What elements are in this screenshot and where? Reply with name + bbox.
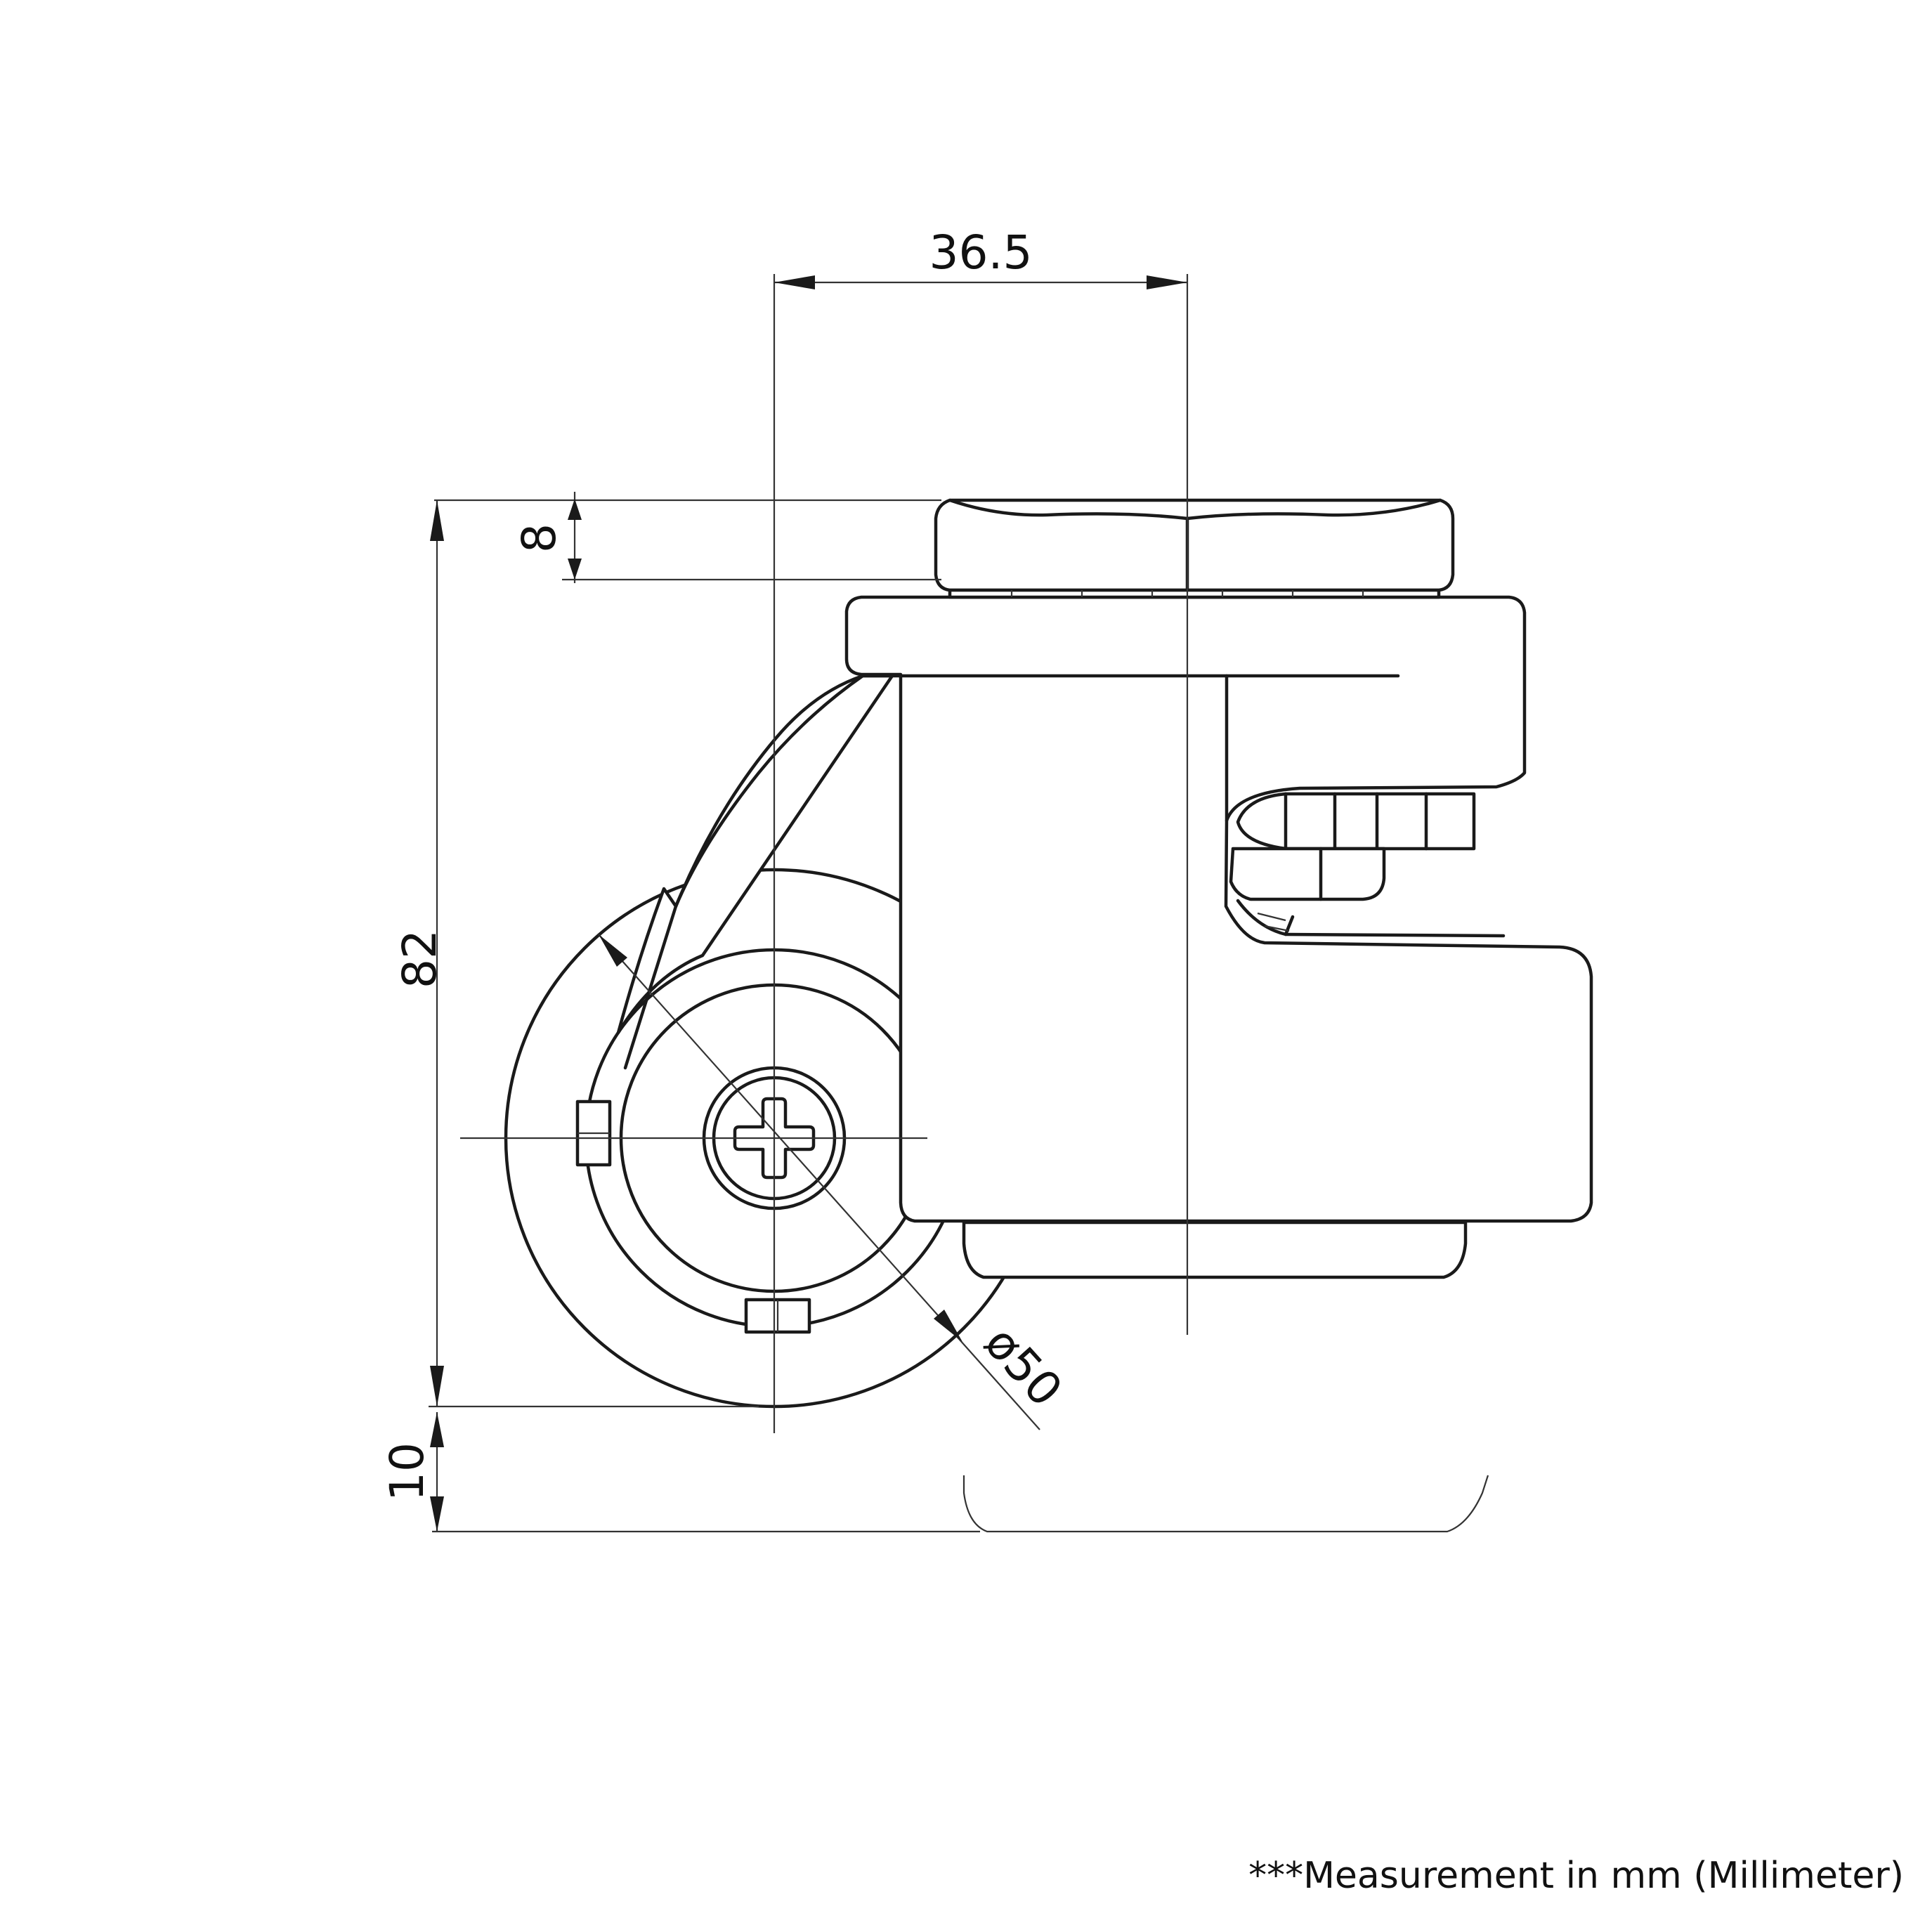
- dim-width: 36.5: [774, 226, 1187, 289]
- adjuster-lock-nut: [1229, 792, 1506, 938]
- units-note: ***Measurement in mm (Millimeter): [1248, 1855, 1904, 1897]
- hex-nut-top: [934, 498, 1455, 599]
- dim-bottom-clearance-label: 10: [380, 1442, 434, 1501]
- floor-surface: [962, 1475, 1489, 1533]
- dim-wheel-diameter-label: ø50: [974, 1316, 1072, 1417]
- dim-overall-height: 82: [393, 500, 759, 1408]
- dim-width-label: 36.5: [929, 226, 1033, 280]
- dim-top-height-label: 8: [512, 523, 566, 553]
- top-plate: [844, 595, 1593, 1223]
- dim-top-height: 8: [434, 492, 941, 583]
- caster-fork: [616, 674, 894, 1070]
- phillips-cross: [733, 1097, 816, 1180]
- center-lines: [460, 274, 1189, 1433]
- leveling-pad: [962, 1220, 1468, 1279]
- dim-overall-height-label: 82: [393, 929, 447, 988]
- dim-bottom-clearance: 10: [380, 1412, 980, 1533]
